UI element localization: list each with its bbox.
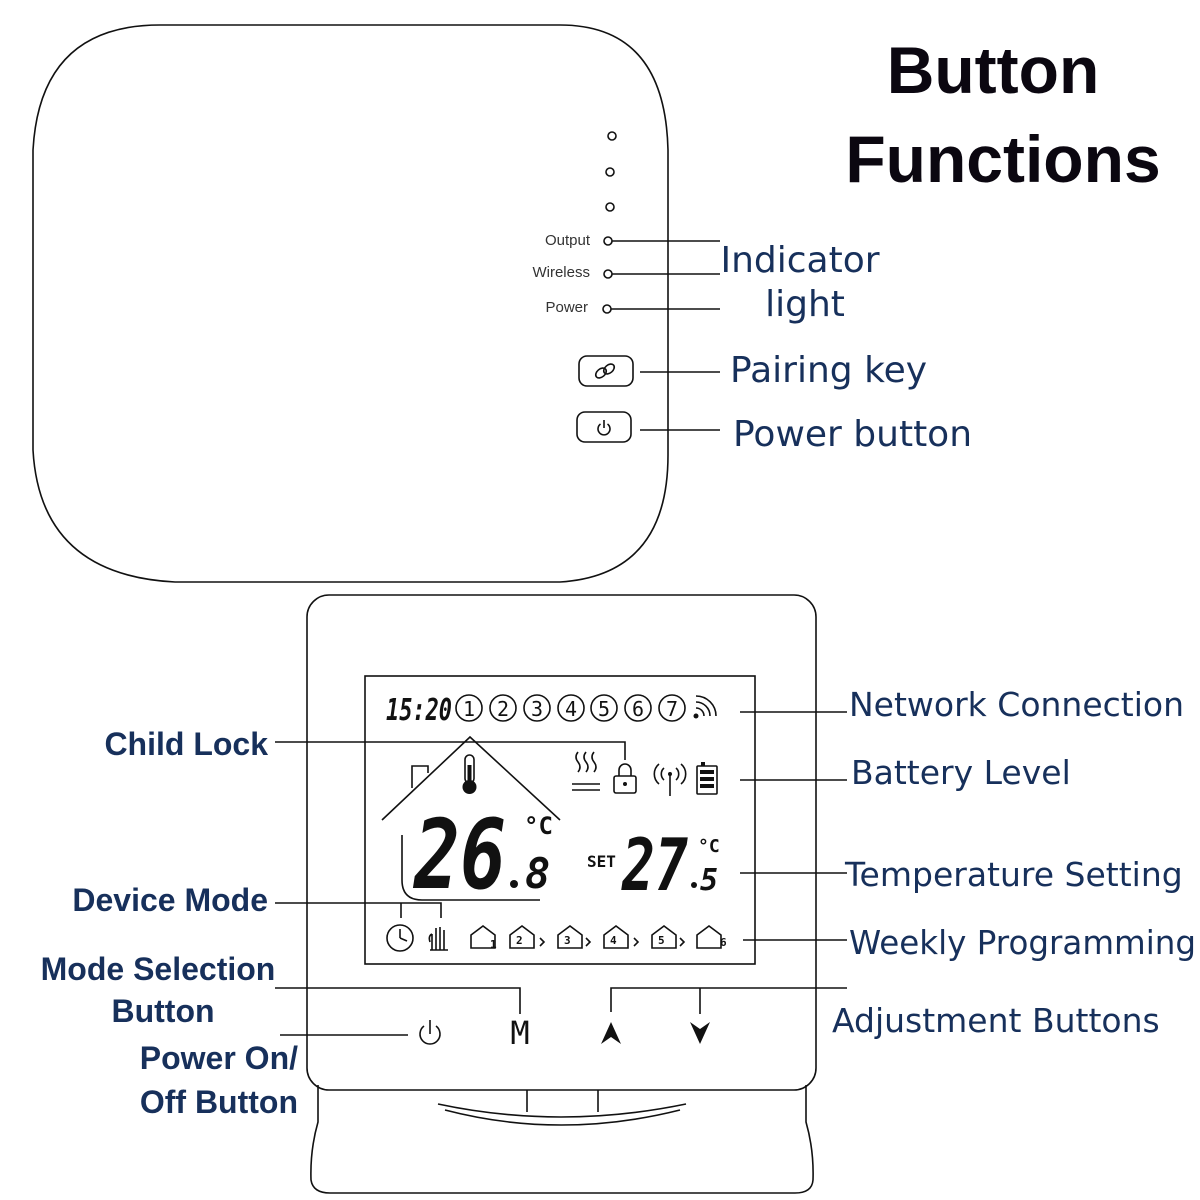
current-temp-decimal-point (510, 880, 518, 888)
indicator-label-power: Power (545, 299, 588, 316)
svg-text:2: 2 (516, 934, 523, 947)
set-temperature-decimal: 5 (700, 863, 718, 898)
svg-text:4: 4 (565, 697, 577, 721)
day-7: 7 (658, 694, 686, 722)
antenna-signal-icon (653, 763, 687, 796)
manual-mode-hand-icon (428, 927, 448, 951)
day-1: 1 (455, 694, 483, 722)
callout-pairing-key: Pairing key (730, 350, 927, 391)
callout-indicator-light-line2: light (765, 284, 845, 325)
callout-adjustment-buttons: Adjustment Buttons (832, 1001, 1160, 1040)
callout-device-mode: Device Mode (72, 882, 268, 918)
increase-button[interactable] (601, 1022, 621, 1044)
arrow-up-icon (601, 1022, 621, 1044)
output-indicator-light (603, 236, 613, 246)
heating-icon (572, 751, 600, 791)
battery-level-icon (696, 762, 718, 795)
set-temperature: 27 (620, 823, 688, 907)
svg-text:6: 6 (632, 697, 644, 721)
power-icon (419, 1020, 441, 1045)
program-period-3: 3 (557, 925, 592, 949)
program-period-4: 4 (603, 925, 640, 949)
svg-text:3: 3 (564, 934, 571, 947)
current-temperature-unit: °C (524, 812, 553, 840)
day-6: 6 (624, 694, 652, 722)
day-5: 5 (590, 694, 618, 722)
thermostat-power-button[interactable] (419, 1020, 441, 1045)
indicator-label-output: Output (545, 232, 591, 249)
gateway-outline (32, 24, 669, 583)
pairing-key-button[interactable] (578, 355, 634, 387)
power-indicator-light (602, 304, 612, 314)
gateway-power-button[interactable] (576, 411, 632, 443)
set-label: SET (587, 852, 616, 871)
wifi-icon (693, 695, 717, 719)
program-period-1: 1 (470, 925, 497, 951)
day-4: 4 (557, 694, 585, 722)
indicator-label-wireless: Wireless (532, 264, 590, 281)
house-outline-icon (381, 735, 561, 821)
callout-child-lock: Child Lock (104, 726, 268, 762)
leader-lines (275, 711, 847, 1036)
svg-text:2: 2 (497, 697, 509, 721)
day-2: 2 (489, 694, 517, 722)
callout-mode-selection-line2: Button (111, 993, 214, 1029)
arrow-down-icon (690, 1022, 710, 1044)
callout-indicator-light-line1: Indicator (720, 240, 879, 281)
set-temp-decimal-point (691, 882, 697, 888)
thermostat-stand (310, 1085, 814, 1194)
indicator-dot (605, 202, 615, 212)
callout-network-connection: Network Connection (849, 685, 1184, 724)
program-period-5: 5 (651, 925, 686, 949)
current-temperature-decimal: 8 (525, 849, 550, 898)
indicator-dot (607, 131, 617, 141)
chimney-icon (411, 765, 429, 788)
lcd-screen (364, 675, 756, 965)
callout-weekly-programming: Weekly Programming (849, 923, 1196, 962)
set-temperature-unit: °C (698, 836, 720, 857)
program-period-6: 6 (696, 925, 727, 949)
title-line-1: Button (887, 33, 1100, 107)
svg-text:5: 5 (598, 697, 610, 721)
clock-mode-icon (386, 924, 414, 952)
callout-power-onoff-line2: Off Button (140, 1084, 298, 1120)
decrease-button[interactable] (690, 1022, 710, 1044)
child-lock-icon (613, 763, 637, 794)
title-line-2: Functions (845, 122, 1160, 196)
svg-text:1: 1 (490, 938, 497, 951)
day-indicators: 1 2 3 4 5 6 7 (455, 694, 686, 722)
current-temperature: 26 (412, 799, 506, 911)
thermostat-device: 15:20 1 2 3 4 5 (306, 594, 817, 1194)
callout-battery-level: Battery Level (851, 753, 1071, 792)
power-icon (597, 420, 611, 436)
svg-text:3: 3 (531, 697, 543, 721)
wireless-indicator-light (603, 269, 613, 279)
svg-text:5: 5 (658, 934, 665, 947)
program-period-2: 2 (509, 925, 546, 949)
callout-power-button: Power button (733, 414, 972, 455)
svg-text:1: 1 (463, 697, 475, 721)
svg-text:4: 4 (610, 934, 617, 947)
callout-temperature-setting: Temperature Setting (844, 855, 1183, 894)
thermometer-icon (462, 754, 477, 794)
callout-mode-selection-line1: Mode Selection (41, 951, 276, 987)
callout-power-onoff-line1: Power On/ (140, 1040, 298, 1076)
day-3: 3 (523, 694, 551, 722)
indicator-dot (605, 167, 615, 177)
thermostat-body (306, 594, 817, 1091)
lcd-time: 15:20 (386, 693, 452, 728)
mode-selection-button[interactable]: M (510, 1014, 529, 1052)
gateway-device: Output Wireless Power (32, 24, 720, 583)
svg-text:6: 6 (720, 936, 727, 949)
link-icon (594, 363, 616, 379)
svg-text:7: 7 (666, 697, 678, 721)
